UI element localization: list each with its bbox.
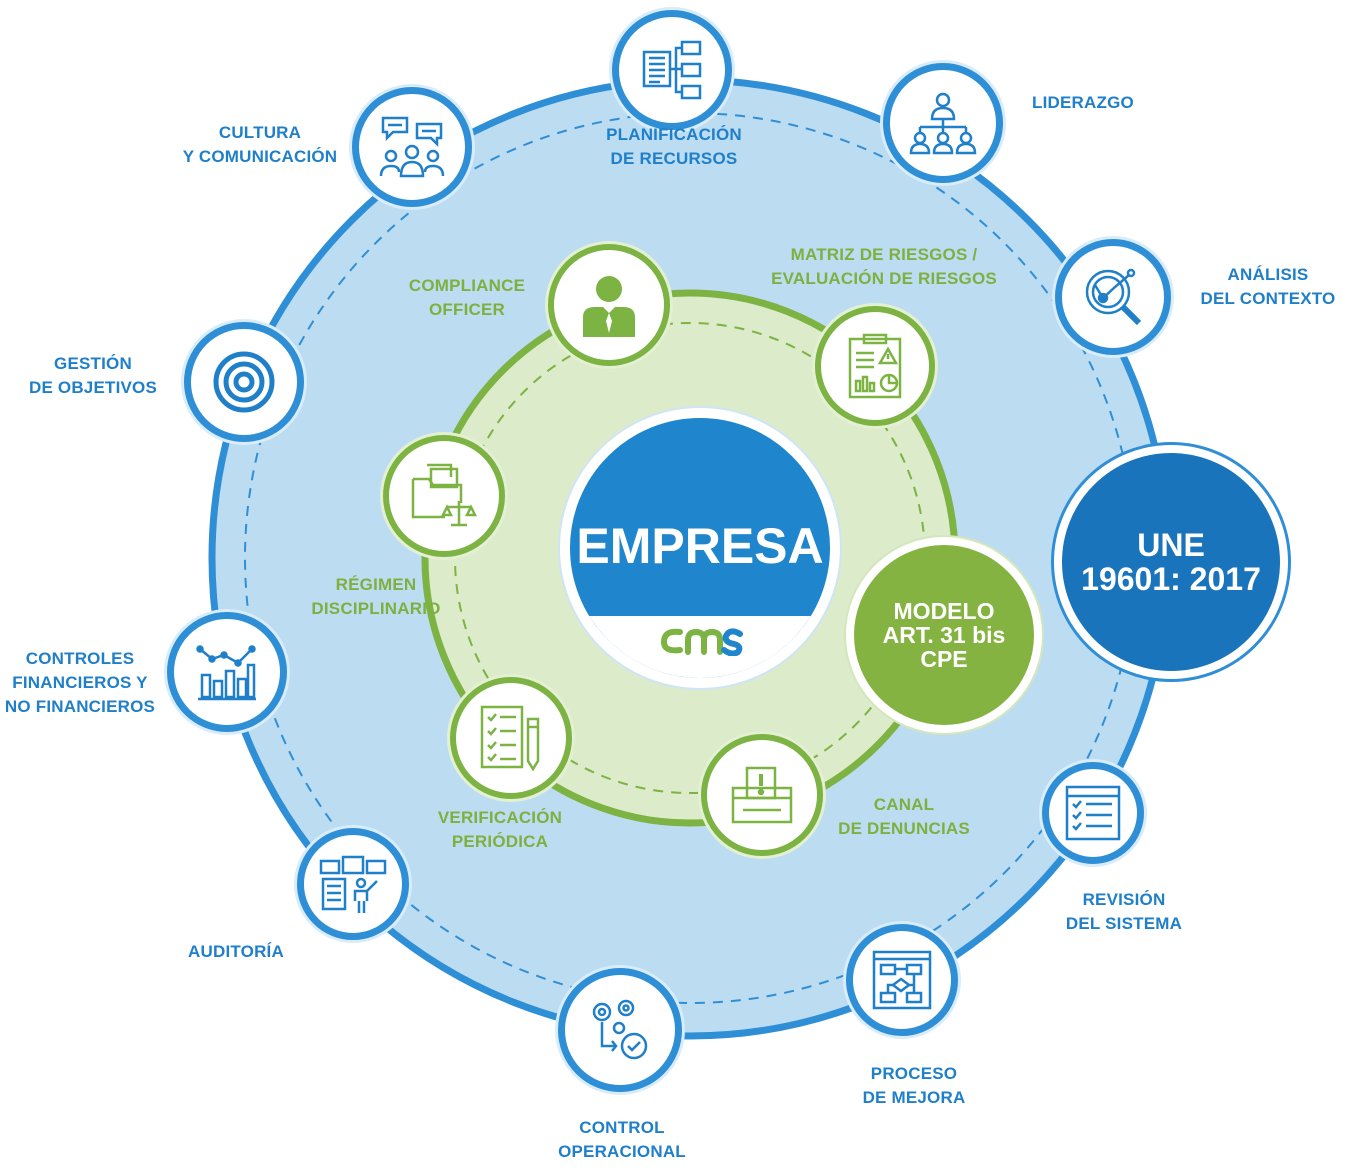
- proceso-node: [846, 924, 958, 1036]
- objetivos-label: GESTIÓN DE OBJETIVOS: [28, 354, 158, 397]
- control-node: [558, 968, 682, 1092]
- planificacion-label: PLANIFICACIÓN DE RECURSOS: [606, 125, 742, 168]
- revision-label: REVISIÓN DEL SISTEMA: [1065, 890, 1183, 933]
- folder-scales-icon: [411, 463, 477, 527]
- compliance-node: [548, 244, 670, 366]
- planificacion-node: [612, 10, 732, 130]
- regimen-node: [383, 435, 505, 557]
- controles-label: CONTROLES FINANCIEROS Y NO FINANCIEROS: [4, 649, 156, 716]
- liderazgo-node: [883, 63, 1003, 183]
- compliance-label: COMPLIANCE OFFICER: [408, 276, 526, 319]
- checklist-pencil-icon: [480, 705, 540, 771]
- canal-label: CANAL DE DENUNCIAS: [838, 795, 970, 838]
- liderazgo-label: LIDERAZGO: [1032, 93, 1134, 112]
- une-label: UNE 19601: 2017: [1081, 527, 1261, 597]
- analisis-label: ANÁLISIS DEL CONTEXTO: [1200, 265, 1336, 308]
- modelo-label: MODELO ART. 31 bis CPE: [882, 598, 1006, 672]
- magnifier-chart-icon: [1085, 268, 1142, 326]
- auditoria-node: [297, 828, 409, 940]
- regimen-label: RÉGIMEN DISCIPLINARIO: [311, 575, 441, 618]
- auditoria-label: AUDITORÍA: [188, 942, 284, 961]
- matriz-node: [815, 306, 935, 426]
- target-icon: [213, 351, 275, 413]
- empresa-title: EMPRESA: [576, 518, 824, 574]
- proceso-label: PROCESO DE MEJORA: [862, 1064, 966, 1107]
- checklist-window-icon: [1065, 785, 1121, 841]
- matriz-label: MATRIZ DE RIESGOS / EVALUACIÓN DE RIESGO…: [771, 245, 997, 288]
- analisis-node: [1055, 239, 1171, 355]
- flowchart-icon: [642, 40, 702, 100]
- cultura-node: [352, 87, 472, 207]
- canal-node: [701, 734, 823, 856]
- risk-report-icon: [848, 333, 902, 399]
- people-chat-icon: [379, 116, 445, 178]
- presentation-icon: [319, 855, 387, 913]
- gears-icon: [592, 999, 648, 1060]
- objetivos-node: [184, 322, 304, 442]
- empresa-circle: EMPRESA: [560, 408, 840, 688]
- bar-chart-icon: [196, 645, 256, 701]
- cms-logo: [660, 628, 743, 656]
- verificacion-node: [450, 677, 572, 799]
- cultura-label: CULTURA Y COMUNICACIÓN: [182, 123, 338, 166]
- une-circle: UNE 19601: 2017: [1054, 445, 1288, 679]
- hierarchy-icon: [909, 92, 977, 155]
- control-label: CONTROL OPERACIONAL: [558, 1118, 686, 1161]
- controles-node: [167, 612, 287, 732]
- process-diagram-icon: [872, 950, 932, 1010]
- report-box-icon: [731, 766, 793, 824]
- logo-band: [570, 616, 830, 678]
- officer-icon: [583, 276, 635, 337]
- modelo-circle: MODELO ART. 31 bis CPE: [846, 537, 1042, 733]
- verificacion-label: VERIFICACIÓN PERIÓDICA: [437, 808, 563, 851]
- revision-node: [1042, 762, 1144, 864]
